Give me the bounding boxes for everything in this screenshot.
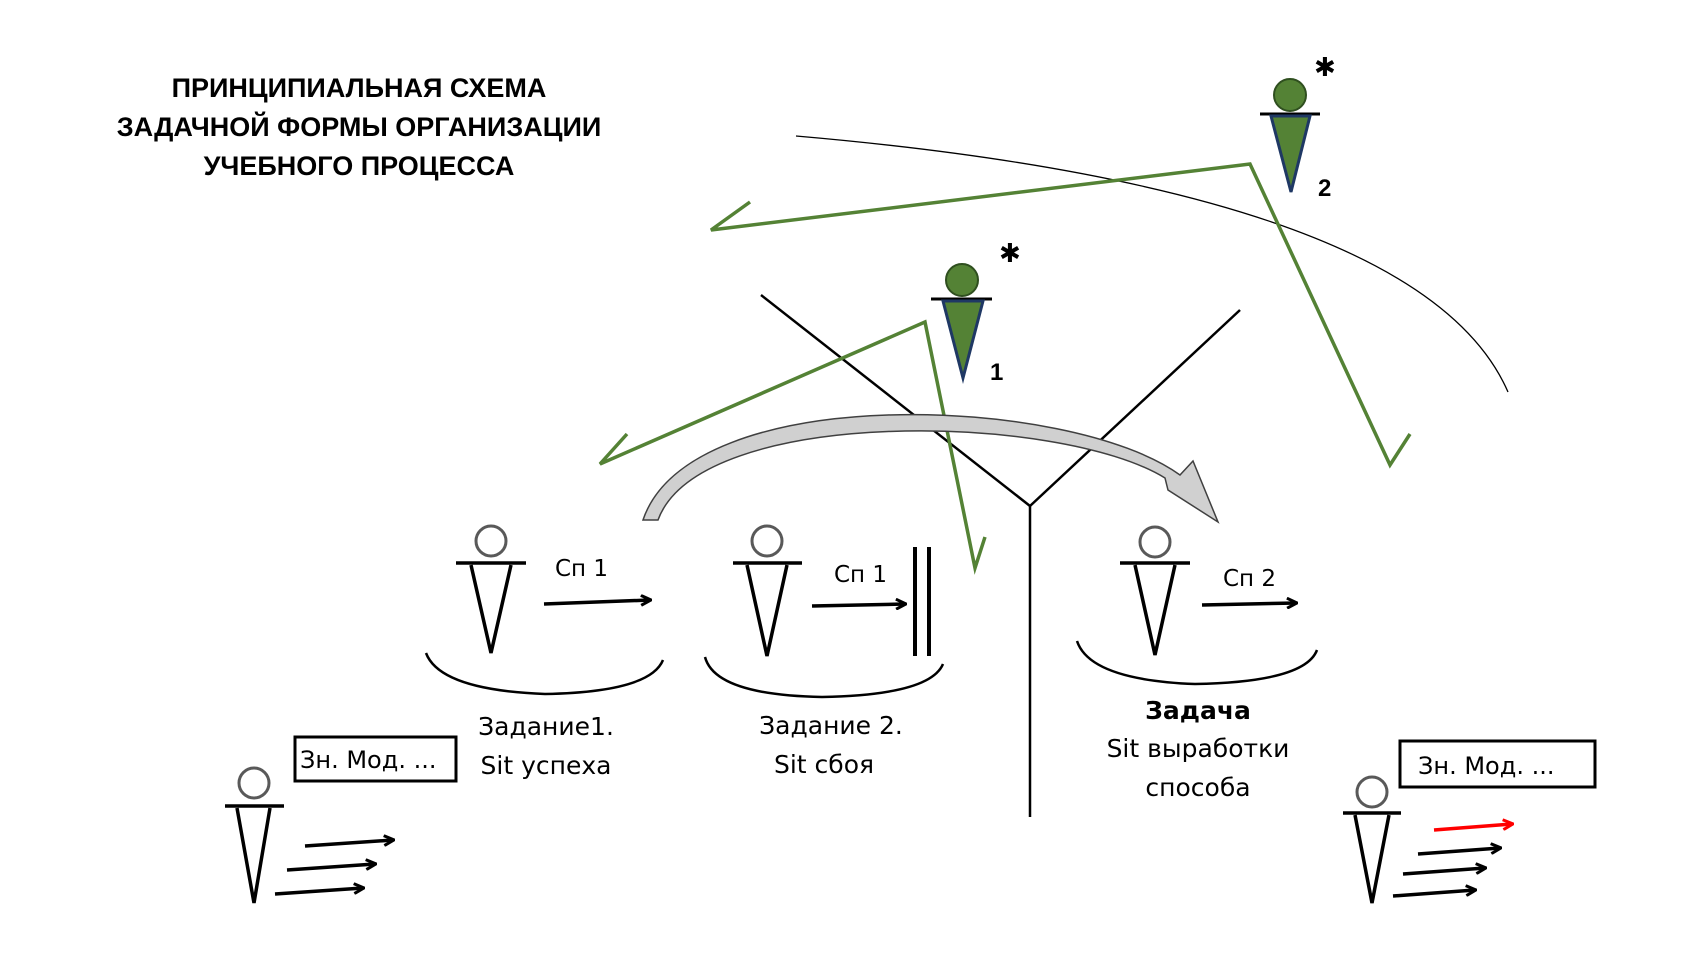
method-arrow-2: [1402, 868, 1485, 876]
initial-student-knowledge: Зн. Мод. ...: [225, 735, 458, 904]
student-head: [474, 524, 508, 558]
method-arrow-2: [286, 864, 375, 872]
title-line-2: ЗАДАЧНОЙ ФОРМЫ ОРГАНИЗАЦИИ: [117, 111, 602, 142]
student-body: [235, 807, 272, 904]
student-body: [469, 564, 513, 654]
method-arrow-1: [304, 840, 393, 848]
method-label: Сп 1: [555, 556, 608, 582]
green-zigzag-teacher-2: [709, 162, 1412, 469]
title-line-1: ПРИНЦИПИАЛЬНАЯ СХЕМА: [172, 73, 547, 103]
stage-3-problem: Сп 2 Задача Sit выработки способа: [1075, 525, 1319, 802]
stage-caption-line-3: способа: [1145, 773, 1250, 802]
stage-caption-line-2: Sit успеха: [481, 751, 612, 780]
teacher-1-body: [941, 299, 985, 384]
method-label: Сп 2: [1223, 566, 1276, 592]
stage-caption-line-1: Задание1.: [478, 712, 614, 741]
method-arrow-1: [1417, 848, 1500, 856]
student-head: [1355, 775, 1389, 809]
student-body: [1353, 814, 1391, 904]
method-arrow: [1201, 603, 1296, 605]
method-arrow: [543, 600, 650, 604]
method-arrow-3: [1392, 890, 1475, 898]
teacher-2-mark-icon: ✱: [1314, 53, 1336, 83]
stage-caption-line-2: Sit сбоя: [774, 750, 874, 779]
stage-caption-line-1: Задание 2.: [759, 711, 903, 740]
teacher-1-head: [945, 263, 979, 297]
method-label: Сп 1: [834, 562, 887, 588]
teacher-figure-2: ✱ 2: [1260, 53, 1336, 202]
student-head: [237, 766, 271, 800]
green-zigzag-teacher-1: [598, 319, 987, 575]
teacher-figure-1: ✱ 1: [931, 239, 1021, 386]
title-line-3: УЧЕБНОГО ПРОЦЕССА: [204, 151, 515, 181]
knowledge-box-label: Зн. Мод. ...: [300, 746, 436, 774]
method-arrow: [811, 604, 905, 606]
knowledge-box-label: Зн. Мод. ...: [1418, 752, 1554, 780]
method-arrow-3: [274, 888, 363, 896]
student-head: [750, 524, 784, 558]
new-method-arrow-red: [1433, 824, 1512, 832]
teacher-2-number: 2: [1318, 175, 1331, 202]
knowledge-box: [293, 735, 458, 783]
curved-transition-arrow: [641, 413, 1220, 524]
teacher-2-body: [1269, 114, 1312, 193]
stage-2-failure: Сп 1 Задание 2. Sit сбоя: [703, 524, 945, 779]
student-body: [745, 564, 789, 657]
teacher-2-head: [1273, 78, 1307, 112]
stage-arc: [1075, 640, 1319, 686]
stage-caption-line-1: Задача: [1145, 696, 1251, 725]
student-head: [1138, 525, 1172, 559]
stage-1-success: Сп 1 Задание1. Sit успеха: [424, 524, 665, 780]
stage-caption-line-2: Sit выработки: [1107, 734, 1290, 763]
final-student-knowledge: Зн. Мод. ...: [1343, 739, 1597, 904]
outer-arc-line: [795, 135, 1509, 393]
knowledge-box: [1398, 739, 1597, 789]
student-body: [1133, 564, 1177, 656]
diagram-title: ПРИНЦИПИАЛЬНАЯ СХЕМА ЗАДАЧНОЙ ФОРМЫ ОРГА…: [117, 73, 602, 181]
y-divider: [760, 294, 1241, 817]
stage-arc: [703, 656, 945, 699]
stage-arc: [424, 652, 665, 696]
teacher-1-mark-icon: ✱: [999, 239, 1021, 269]
teacher-1-number: 1: [990, 359, 1003, 386]
